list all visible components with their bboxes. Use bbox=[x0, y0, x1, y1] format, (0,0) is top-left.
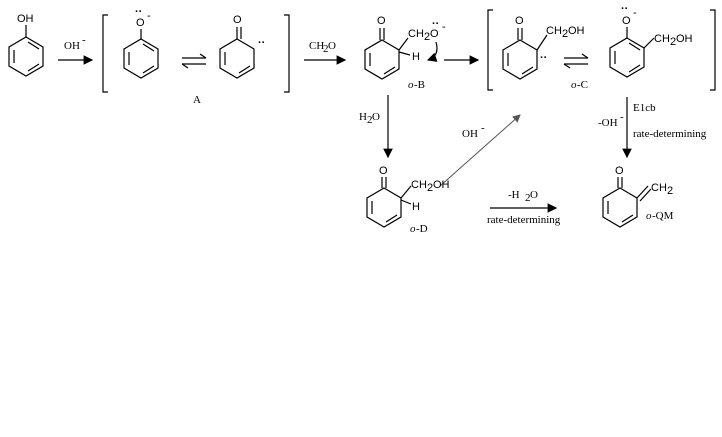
b-lone-pair: ·· bbox=[432, 18, 439, 30]
intermediate-c-carbanion: O CH 2 OH ·· bbox=[502, 15, 585, 80]
reagent-dehydration-o: O bbox=[530, 189, 538, 201]
label-qm-prefix: o bbox=[646, 210, 652, 222]
carbanion-resonance-molecule: O ·· bbox=[219, 14, 265, 79]
d-h-label: H bbox=[412, 201, 420, 213]
c2-ch2oh-label: CH bbox=[654, 33, 670, 45]
c1-o-label: O bbox=[515, 15, 524, 27]
qm-o-label: O bbox=[615, 165, 624, 177]
product-o-qm: O CH 2 bbox=[602, 165, 673, 228]
b-ch2-sub: 2 bbox=[424, 31, 430, 43]
carbanion-lone-pair: ·· bbox=[258, 37, 265, 49]
equilibrium-arrows-c bbox=[563, 53, 589, 69]
reagent-water-o: O bbox=[372, 111, 380, 123]
label-d-prefix: o bbox=[410, 223, 416, 235]
reagent-hydroxide: OH bbox=[64, 40, 80, 52]
reagent-hydroxide-charge: - bbox=[82, 34, 86, 46]
b-h-label: H bbox=[412, 51, 420, 63]
phenoxide-lone-pair: ·· bbox=[135, 6, 142, 18]
d-o-label: O bbox=[379, 165, 388, 177]
c2-charge: - bbox=[633, 7, 637, 19]
c1-ch2oh-label: CH bbox=[546, 25, 562, 37]
reagent-dehydration: -H bbox=[508, 189, 520, 201]
c2-ch2oh-sub: 2 bbox=[670, 36, 676, 48]
phenoxide-o-label: O bbox=[136, 17, 145, 29]
d-ch2oh-tail: OH bbox=[433, 179, 450, 191]
phenol-molecule: OH bbox=[8, 13, 44, 77]
carbanion-o-label: O bbox=[233, 14, 242, 26]
reagent-water-sub: 2 bbox=[367, 114, 373, 126]
label-c: -C bbox=[577, 79, 588, 91]
qm-ch2-sub: 2 bbox=[667, 185, 673, 197]
reagent-formaldehyde-ch: CH bbox=[309, 40, 324, 52]
label-e1cb: E1cb bbox=[633, 102, 656, 114]
reagent-hydroxide-2-charge: - bbox=[481, 122, 485, 134]
label-b-prefix: o bbox=[408, 79, 414, 91]
phenoxide-charge: - bbox=[147, 10, 151, 22]
label-rate-2: rate-determining bbox=[487, 214, 561, 226]
b-curved-arrow bbox=[426, 41, 438, 62]
b-o-label: O bbox=[377, 15, 386, 27]
reagent-minus-oh: -OH bbox=[598, 117, 618, 129]
bracket-a bbox=[102, 14, 290, 93]
b-ch2-label: CH bbox=[408, 28, 424, 40]
c2-o-label: O bbox=[622, 15, 631, 27]
phenol-oh-label: OH bbox=[17, 13, 34, 25]
qm-ch2-label: CH bbox=[651, 182, 667, 194]
c2-ch2oh-tail: OH bbox=[676, 33, 693, 45]
reagent-water-h: H bbox=[359, 111, 367, 123]
label-b: -B bbox=[414, 79, 425, 91]
d-ch2oh-label: CH bbox=[411, 179, 427, 191]
intermediate-o-b: O CH 2 O ·· - H bbox=[364, 15, 446, 80]
b-charge: - bbox=[442, 21, 446, 33]
reagent-hydroxide-2: OH bbox=[462, 128, 478, 140]
label-a: A bbox=[193, 94, 201, 106]
label-c-prefix: o bbox=[571, 79, 577, 91]
reagent-minus-oh-charge: - bbox=[620, 111, 624, 123]
intermediate-c-phenoxide: O ·· - CH 2 OH bbox=[609, 3, 693, 78]
c1-ch2oh-tail: OH bbox=[568, 25, 585, 37]
label-rate-1: rate-determining bbox=[633, 128, 707, 140]
label-d: -D bbox=[416, 223, 428, 235]
c1-ch2oh-sub: 2 bbox=[562, 28, 568, 40]
label-qm: -QM bbox=[652, 210, 674, 222]
b-o-minus-label: O bbox=[430, 28, 439, 40]
reagent-formaldehyde-o: O bbox=[328, 40, 336, 52]
arrow-d-to-c bbox=[439, 114, 521, 187]
reagent-dehydration-sub: 2 bbox=[525, 192, 531, 204]
equilibrium-arrows-a bbox=[181, 53, 207, 69]
phenoxide-molecule: O ·· - bbox=[123, 6, 159, 79]
d-ch2oh-sub: 2 bbox=[427, 182, 433, 194]
bracket-c bbox=[487, 9, 716, 91]
c1-lone-pair: ·· bbox=[540, 52, 547, 64]
reagent-formaldehyde-sub: 2 bbox=[323, 43, 329, 55]
c2-lone-pair: ·· bbox=[621, 3, 628, 15]
intermediate-o-d: O CH 2 OH H bbox=[366, 165, 450, 228]
